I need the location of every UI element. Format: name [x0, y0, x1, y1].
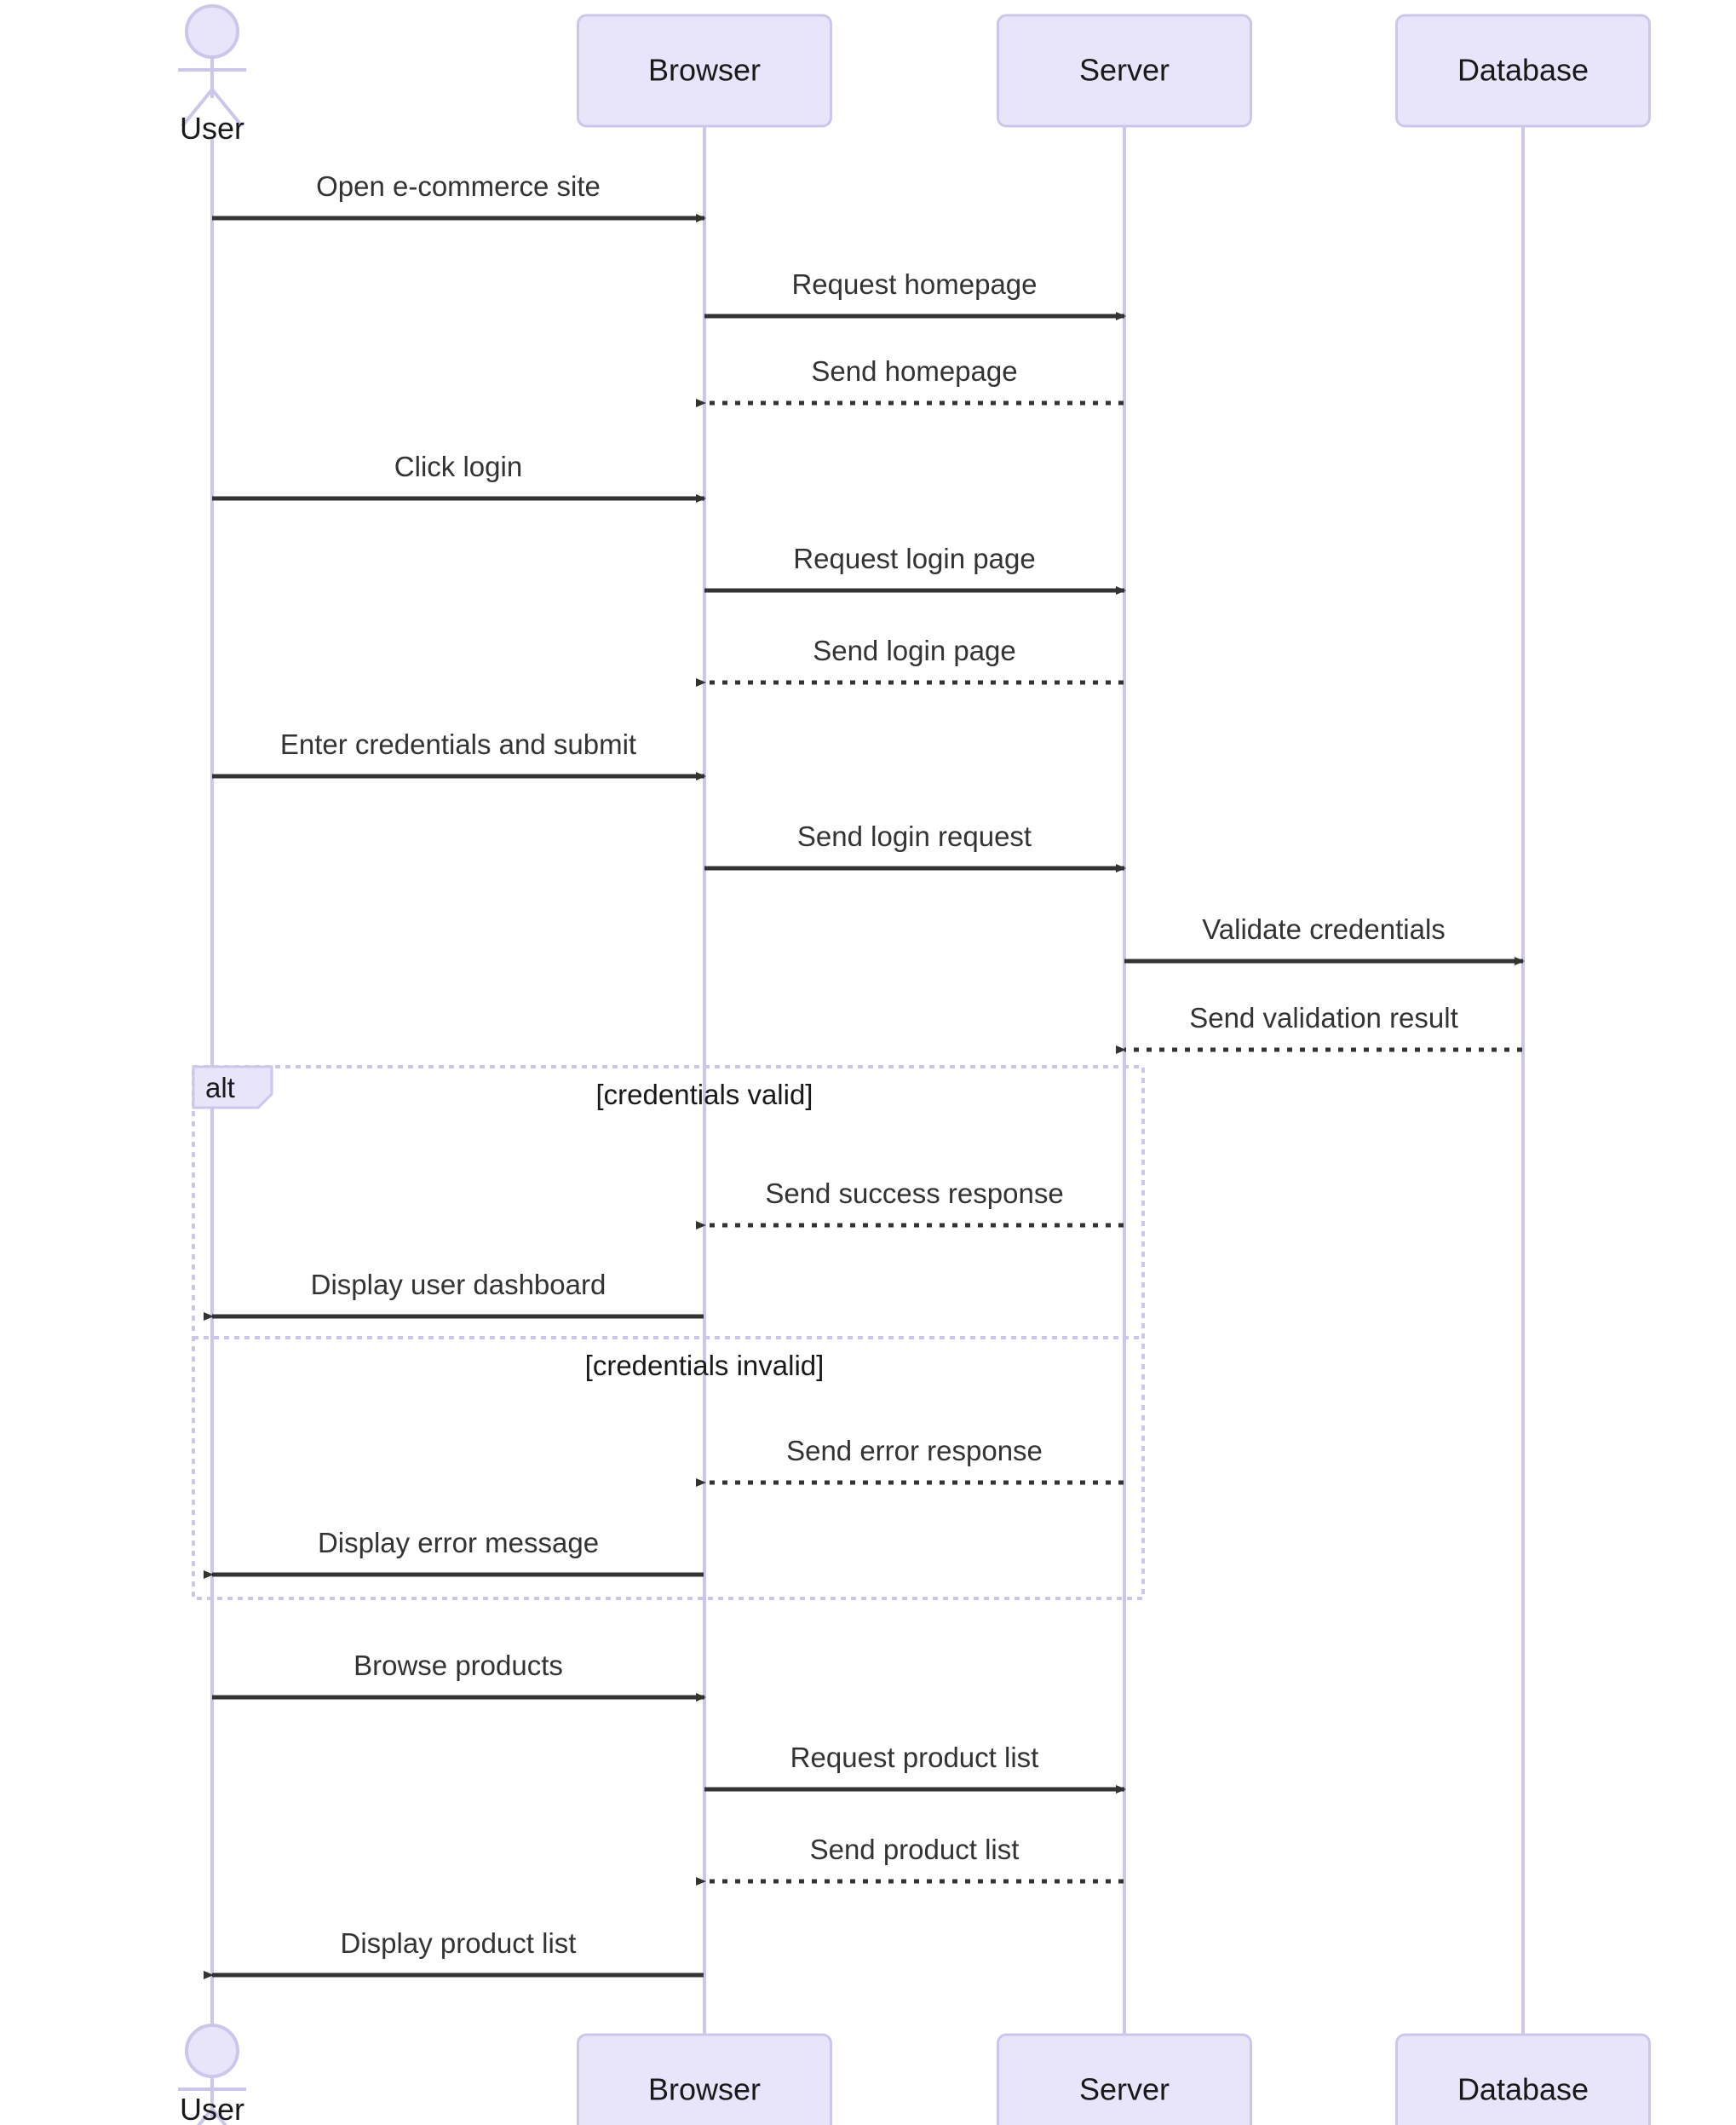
message-9: Validate credentials: [1124, 913, 1525, 965]
message-14: Display error message: [204, 1527, 704, 1579]
participant-browser: Browser: [577, 14, 832, 128]
participant-box-server: [997, 2033, 1252, 2125]
message-label-10: Send validation result: [1189, 1002, 1458, 1034]
participant-server: Server: [997, 2033, 1252, 2125]
message-label-12: Display user dashboard: [311, 1269, 606, 1300]
message-3: Send homepage: [696, 355, 1124, 407]
participant-server: Server: [997, 14, 1252, 128]
fragment-condition-0: [credentials valid]: [596, 1079, 813, 1110]
message-label-1: Open e-commerce site: [316, 170, 601, 202]
message-label-9: Validate credentials: [1202, 913, 1446, 945]
participant-database: Database: [1395, 14, 1651, 128]
message-label-4: Click login: [394, 451, 522, 482]
fragment-tag-shape: [192, 1065, 273, 1109]
participant-label-database: Database: [1457, 2072, 1589, 2107]
message-17: Send product list: [696, 1834, 1124, 1886]
message-label-14: Display error message: [318, 1527, 599, 1558]
message-16: Request product list: [704, 1742, 1126, 1794]
message-label-11: Send success response: [765, 1178, 1063, 1209]
actor-leg-right-icon: [210, 88, 244, 128]
message-label-17: Send product list: [810, 1834, 1020, 1865]
message-15: Browse products: [212, 1650, 706, 1702]
message-6: Send login page: [696, 635, 1124, 687]
actor-head-icon: [185, 4, 239, 59]
actor-leg-left-icon: [181, 88, 214, 128]
message-4: Click login: [212, 451, 706, 503]
message-label-18: Display product list: [341, 1927, 577, 1959]
participant-browser: Browser: [577, 2033, 832, 2125]
message-label-6: Send login page: [813, 635, 1016, 666]
message-7: Enter credentials and submit: [212, 728, 706, 780]
fragment-tag-label: alt: [205, 1072, 235, 1103]
participant-label-server: Server: [1079, 2072, 1170, 2107]
message-8: Send login request: [704, 821, 1126, 872]
actor-head-icon: [185, 2024, 239, 2078]
participant-label-browser: Browser: [648, 53, 761, 88]
message-label-15: Browse products: [354, 1650, 563, 1681]
message-label-2: Request homepage: [791, 268, 1037, 300]
participant-database: Database: [1395, 2033, 1651, 2125]
message-12: Display user dashboard: [204, 1269, 704, 1321]
message-5: Request login page: [704, 543, 1126, 595]
fragments-layer: alt [credentials valid] [credentials inval…: [192, 1065, 1145, 1600]
participant-label-database: Database: [1457, 53, 1589, 88]
message-label-3: Send homepage: [811, 355, 1017, 387]
message-label-16: Request product list: [790, 1742, 1039, 1773]
actor-user: User: [178, 2024, 246, 2125]
fragment-condition-1: [credentials invalid]: [585, 1350, 825, 1381]
participant-box-browser: [577, 14, 832, 128]
message-11: Send success response: [696, 1178, 1124, 1230]
participants-layer: UserUserBrowserBrowserServerServerDataba…: [178, 4, 1651, 2125]
message-2: Request homepage: [704, 268, 1126, 320]
message-label-8: Send login request: [797, 821, 1032, 852]
actor-label-user: User: [180, 111, 244, 146]
message-label-5: Request login page: [793, 543, 1035, 574]
message-label-7: Enter credentials and submit: [280, 728, 636, 760]
fragment-alt: alt [credentials valid] [credentials inval…: [192, 1065, 1145, 1600]
participant-label-browser: Browser: [648, 2072, 761, 2107]
message-label-13: Send error response: [786, 1435, 1043, 1466]
participant-box-server: [997, 14, 1252, 128]
actor-leg-right-icon: [210, 2107, 228, 2125]
message-1: Open e-commerce site: [212, 170, 706, 222]
actor-label-user: User: [180, 2092, 244, 2125]
actor-user: User: [178, 4, 246, 146]
participant-box-browser: [577, 2033, 832, 2125]
fragment-frame: [192, 1065, 1145, 1600]
participant-box-database: [1395, 2033, 1651, 2125]
message-18: Display product list: [204, 1927, 704, 1979]
participant-box-database: [1395, 14, 1651, 128]
actor-leg-left-icon: [196, 2107, 214, 2125]
message-10: Send validation result: [1116, 1002, 1522, 1054]
participant-label-server: Server: [1079, 53, 1170, 88]
message-13: Send error response: [696, 1435, 1124, 1487]
